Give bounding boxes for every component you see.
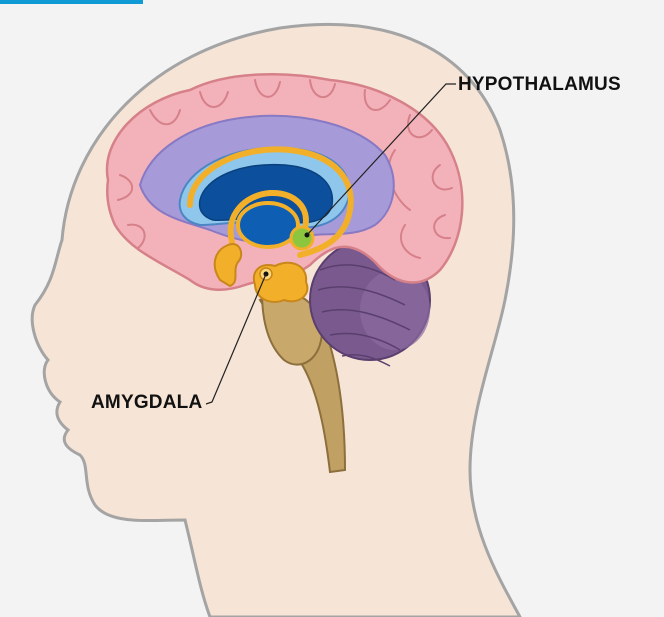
hypothalamus-label: HYPOTHALAMUS (458, 75, 621, 94)
amygdala-label: AMYGDALA (91, 393, 202, 412)
hypothalamus (291, 227, 313, 249)
thalamus (238, 203, 298, 247)
